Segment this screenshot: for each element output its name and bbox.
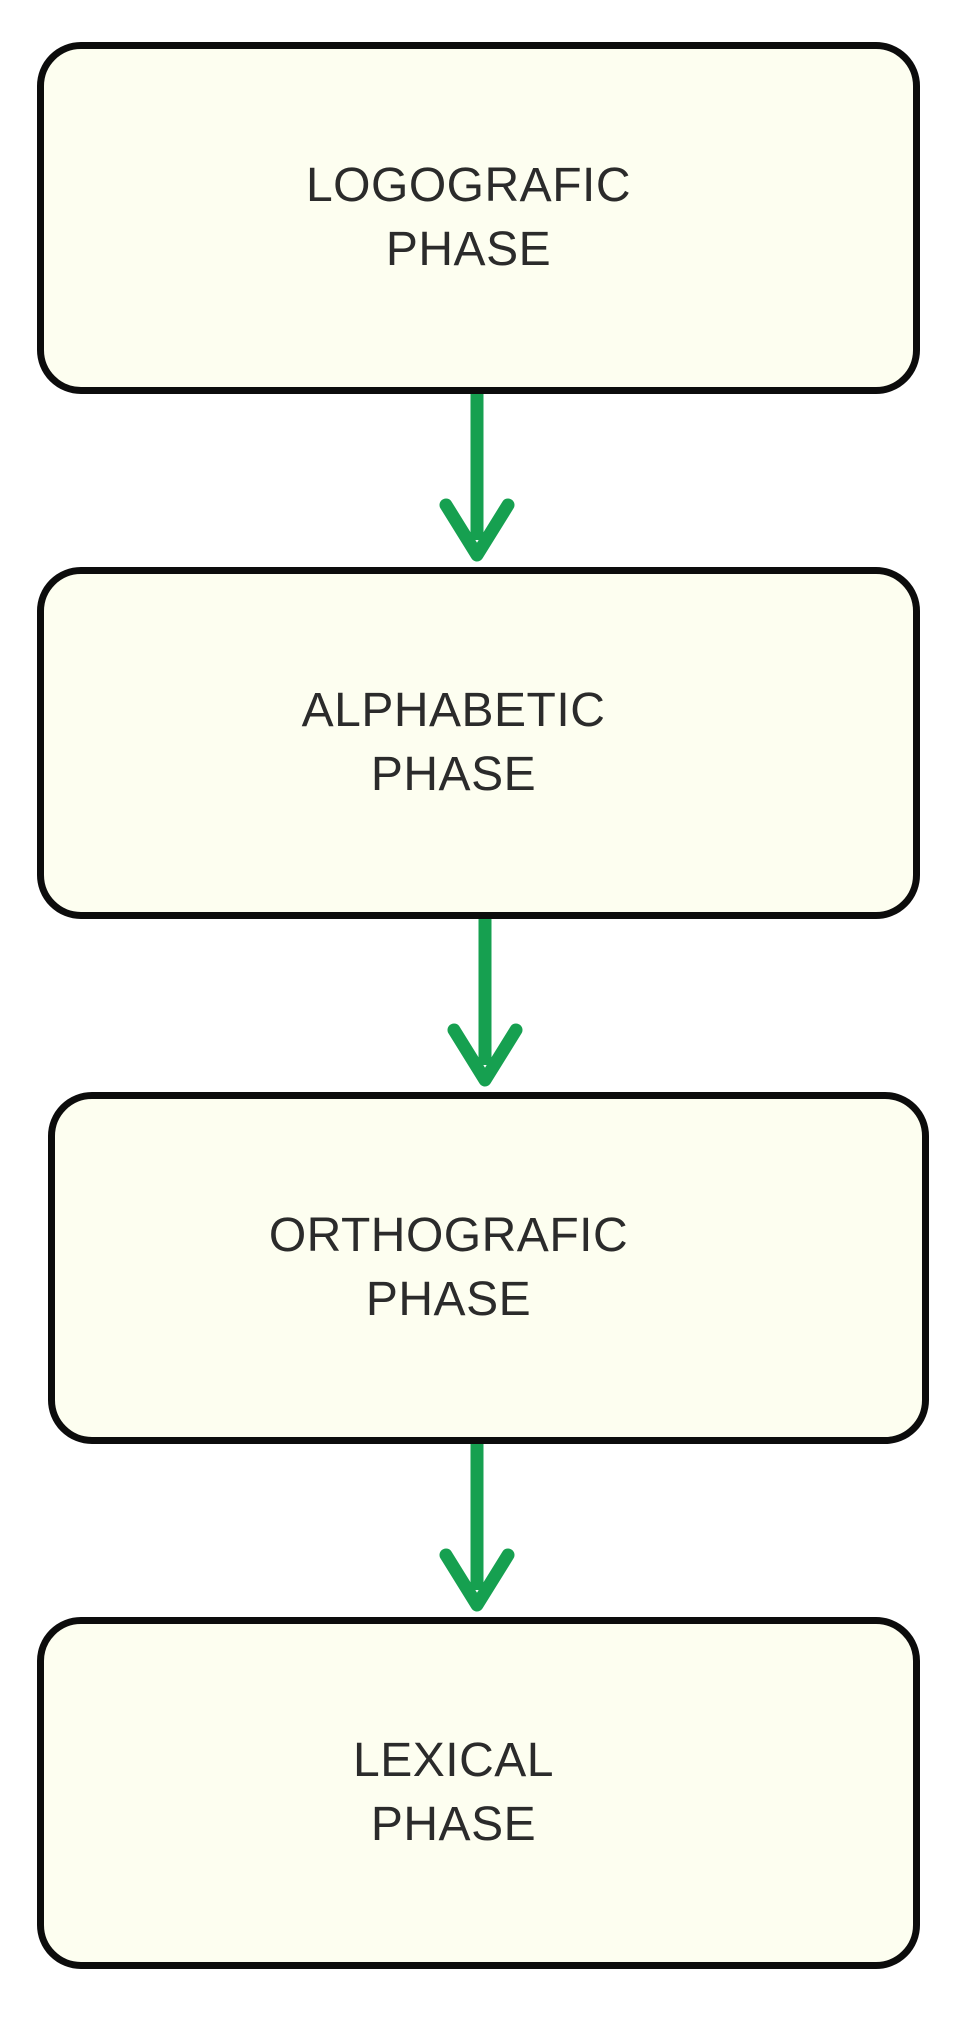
- arrow-down-icon: [439, 1444, 515, 1612]
- phase-label: LEXICAL PHASE: [353, 1729, 554, 1857]
- phase-label-line1: LOGOGRAFIC: [305, 159, 632, 212]
- phase-box-lexical: LEXICAL PHASE: [37, 1617, 920, 1969]
- phase-label-line1: ORTHOGRAFIC: [268, 1209, 629, 1262]
- phase-label-line2: PHASE: [370, 1798, 537, 1851]
- phase-box-orthografic: ORTHOGRAFIC PHASE: [48, 1092, 929, 1444]
- phase-box-alphabetic: ALPHABETIC PHASE: [37, 567, 920, 919]
- phase-label-line1: ALPHABETIC: [301, 684, 606, 737]
- phase-label-line1: LEXICAL: [353, 1734, 554, 1787]
- arrow-down-icon: [439, 394, 515, 562]
- phase-label: ORTHOGRAFIC PHASE: [269, 1204, 628, 1332]
- phase-label-line2: PHASE: [365, 1273, 532, 1326]
- arrow-down-icon: [447, 919, 523, 1087]
- phase-label-line2: PHASE: [385, 223, 552, 276]
- phase-label-line2: PHASE: [370, 748, 537, 801]
- phase-label: LOGOGRAFIC PHASE: [306, 154, 631, 282]
- phase-box-logografic: LOGOGRAFIC PHASE: [37, 42, 920, 394]
- phase-label: ALPHABETIC PHASE: [302, 679, 606, 807]
